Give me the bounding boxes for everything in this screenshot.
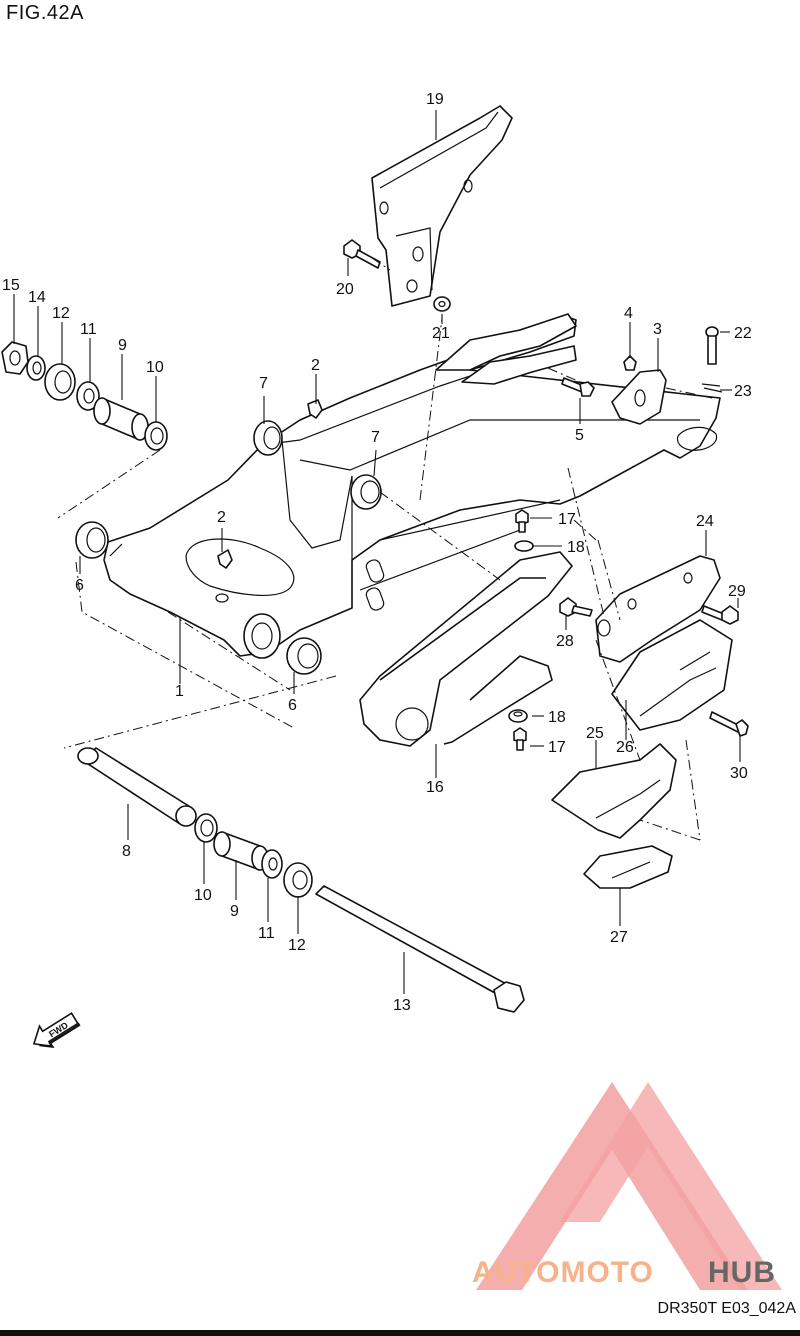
- callout-26: 26: [616, 739, 634, 756]
- part-23-cotter-pin: [701, 383, 723, 393]
- callout-17-lower: 17: [548, 739, 566, 756]
- part-4-bolt: [623, 355, 637, 371]
- callout-18-lower: 18: [548, 709, 566, 726]
- callout-labels: 15 14 12 11 9 10 7 2 7 2 6 1 6 19 20 21 …: [2, 91, 752, 1014]
- part-6-bearing-right: [286, 637, 322, 675]
- leader-lines: [13, 110, 741, 994]
- callout-8: 8: [122, 843, 131, 860]
- part-5-bolt: [561, 377, 595, 397]
- part-22-pin: [705, 326, 719, 365]
- callout-10-lower: 10: [194, 887, 212, 904]
- callout-9-lower: 9: [230, 903, 239, 920]
- figure-title: FIG.42A: [6, 2, 84, 24]
- callout-28: 28: [556, 633, 574, 650]
- callout-24: 24: [696, 513, 714, 530]
- callout-14: 14: [28, 289, 46, 306]
- callout-16: 16: [426, 779, 444, 796]
- part-2-grease-nipple-lower: [215, 549, 233, 603]
- part-9-spacer-lower: [213, 831, 269, 871]
- callout-11: 11: [80, 321, 97, 338]
- callout-6-left: 6: [75, 577, 84, 594]
- part-27-guard-bottom: [583, 845, 673, 889]
- automotohub-logo: AUTOMOTO HUB: [472, 1082, 782, 1290]
- callout-7-left: 7: [259, 375, 268, 392]
- part-11-washer: [76, 381, 100, 411]
- callout-17-upper: 17: [558, 511, 576, 528]
- part-6-bearing-left: [75, 521, 109, 559]
- part-28-bolt: [559, 597, 593, 617]
- callout-25: 25: [586, 725, 604, 742]
- part-7-bearing-upper-left: [253, 420, 283, 456]
- part-10-dust-seal: [144, 421, 168, 451]
- logo-text-right: HUB: [708, 1256, 776, 1289]
- part-26-chain-guide: [611, 619, 733, 731]
- part-15-nut: [1, 341, 29, 375]
- callout-21: 21: [432, 325, 450, 342]
- part-29-bolt: [701, 605, 739, 625]
- part-18-collar-upper: [514, 540, 534, 552]
- assembly-lines: [57, 257, 713, 841]
- part-16-chain-buffer: [359, 551, 573, 747]
- callout-2-upper: 2: [311, 357, 320, 374]
- logo-text-left: AUTOMOTO: [472, 1256, 654, 1289]
- callout-19: 19: [426, 91, 444, 108]
- callout-15: 15: [2, 277, 20, 294]
- callout-9: 9: [118, 337, 127, 354]
- callout-30: 30: [730, 765, 748, 782]
- callout-29: 29: [728, 583, 746, 600]
- part-8-sleeve: [77, 747, 197, 827]
- callout-5: 5: [575, 427, 584, 444]
- callout-2-lower: 2: [217, 509, 226, 526]
- part-11-washer-lower: [261, 849, 283, 879]
- part-1-swingarm: [103, 313, 721, 659]
- part-9-spacer: [93, 397, 149, 441]
- part-3-chain-adjuster: [611, 369, 667, 425]
- callout-13: 13: [393, 997, 411, 1014]
- callout-11-lower: 11: [258, 925, 275, 942]
- part-24-chain-guide-plate: [595, 555, 721, 663]
- callout-23: 23: [734, 383, 752, 400]
- part-12-seal: [44, 363, 76, 401]
- part-25-guard: [551, 743, 677, 839]
- figure-reference-code: DR350T E03_042A: [657, 1300, 796, 1317]
- part-12-seal-lower: [283, 862, 313, 898]
- callout-3: 3: [653, 321, 662, 338]
- fwd-arrow-icon: FWD: [32, 1012, 81, 1049]
- callout-7-right: 7: [371, 429, 380, 446]
- part-13-pivot-shaft: [315, 885, 525, 1013]
- callout-22: 22: [734, 325, 752, 342]
- part-19-guard-plate: [371, 105, 513, 307]
- part-20-bolt: [343, 239, 381, 269]
- part-7-bearing-upper-right: [350, 474, 382, 510]
- part-14-washer: [26, 355, 46, 381]
- part-10-dust-seal-lower: [194, 813, 218, 843]
- callout-1: 1: [175, 683, 184, 700]
- callout-10: 10: [146, 359, 164, 376]
- part-17-bolt-upper: [515, 509, 529, 533]
- part-18-collar-lower: [508, 709, 528, 723]
- callout-27: 27: [610, 929, 628, 946]
- callout-20: 20: [336, 281, 354, 298]
- part-30-bolt: [709, 711, 749, 737]
- bottom-border: [0, 1330, 800, 1336]
- callout-12: 12: [52, 305, 70, 322]
- callout-18-upper: 18: [567, 539, 585, 556]
- callout-6-right: 6: [288, 697, 297, 714]
- callout-12-lower: 12: [288, 937, 306, 954]
- part-21-washer: [433, 296, 451, 312]
- part-17-bolt-lower: [513, 727, 527, 751]
- callout-4: 4: [624, 305, 633, 322]
